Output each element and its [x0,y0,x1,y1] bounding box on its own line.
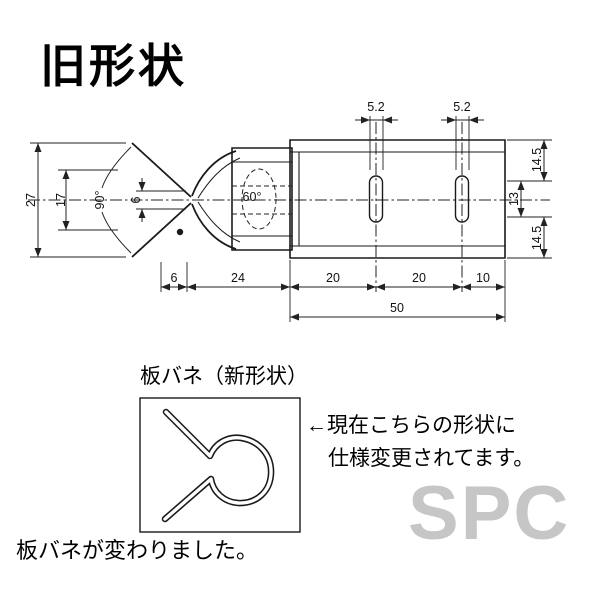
dim-17-label: 17 [54,193,68,207]
page-title: 旧形状 [40,40,187,92]
extension-lines [30,116,552,322]
spring-thickness-lines [197,157,241,243]
dim-27-label: 27 [24,193,38,207]
angle-90-arc [101,146,132,254]
new-shape-box [139,397,301,533]
dim-52a-label: 5.2 [367,100,384,114]
dim-10-label: 10 [476,271,490,285]
dim-52b-label: 5.2 [453,100,470,114]
dim-20b-label: 20 [412,271,426,285]
change-note: ←現在こちらの形状に 仕様変更されてます。 [306,410,534,475]
hidden-detail-lines [232,185,292,215]
dim-145-bottom-label: 14.5 [530,226,544,250]
new-clip-inner [163,410,273,521]
channel-part [231,139,506,259]
dim-6b-label: 6 [171,271,178,285]
dim-50-label: 50 [390,301,404,315]
new-shape-label: 板バネ（新形状） [140,365,308,388]
angle-90-label: 90° [93,191,107,210]
new-shape-frame [139,397,301,533]
hidden-detail-ellipse [241,168,277,230]
centerlines [28,122,550,292]
spc-watermark: SPC [408,471,571,556]
slot-hole-1 [368,175,384,223]
dim-13-label: 13 [507,192,521,206]
angle-60-label: 60° [243,190,262,204]
slot-hole-2 [454,175,470,223]
dim-6-gap-label: 6 [129,196,143,203]
dim-145-top-label: 14.5 [530,148,544,172]
old-spring [101,142,241,258]
dim-20a-label: 20 [326,271,340,285]
footer-note: 板バネが変わりました。 [16,538,259,563]
change-note-line1: ←現在こちらの形状に [306,414,516,437]
dim-24-label: 24 [231,271,245,285]
channel-outline [231,139,506,259]
spring-arms [131,142,237,258]
channel-inner-lines [232,151,505,247]
change-note-line2: 仕様変更されてます。 [328,446,535,470]
dimensions: 27 17 90° 6 60° 5.2 5.2 14.5 13 14.5 6 2… [24,100,552,322]
rivet-dot [176,228,184,236]
